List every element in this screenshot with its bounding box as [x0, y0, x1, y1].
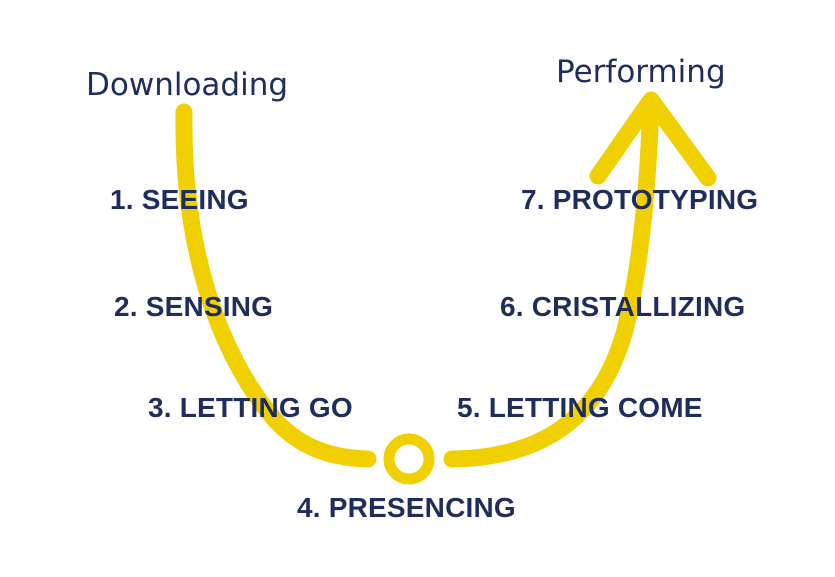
left-curve — [175, 103, 377, 468]
step-presencing: 4. PRESENCING — [297, 492, 516, 523]
step-seeing: 1. SEEING — [110, 184, 249, 215]
right-curve — [443, 93, 660, 468]
step-cristallizing: 6. CRISTALLIZING — [500, 291, 745, 322]
step-letting-go: 3. LETTING GO — [148, 392, 353, 423]
start-label: Downloading — [86, 67, 288, 103]
step-letting-come: 5. LETTING COME — [457, 392, 703, 423]
presencing-circle — [383, 433, 435, 485]
step-sensing: 2. SENSING — [114, 291, 273, 322]
step-prototyping: 7. PROTOTYPING — [521, 184, 758, 215]
arrowhead — [589, 91, 717, 187]
end-label: Performing — [556, 54, 726, 90]
